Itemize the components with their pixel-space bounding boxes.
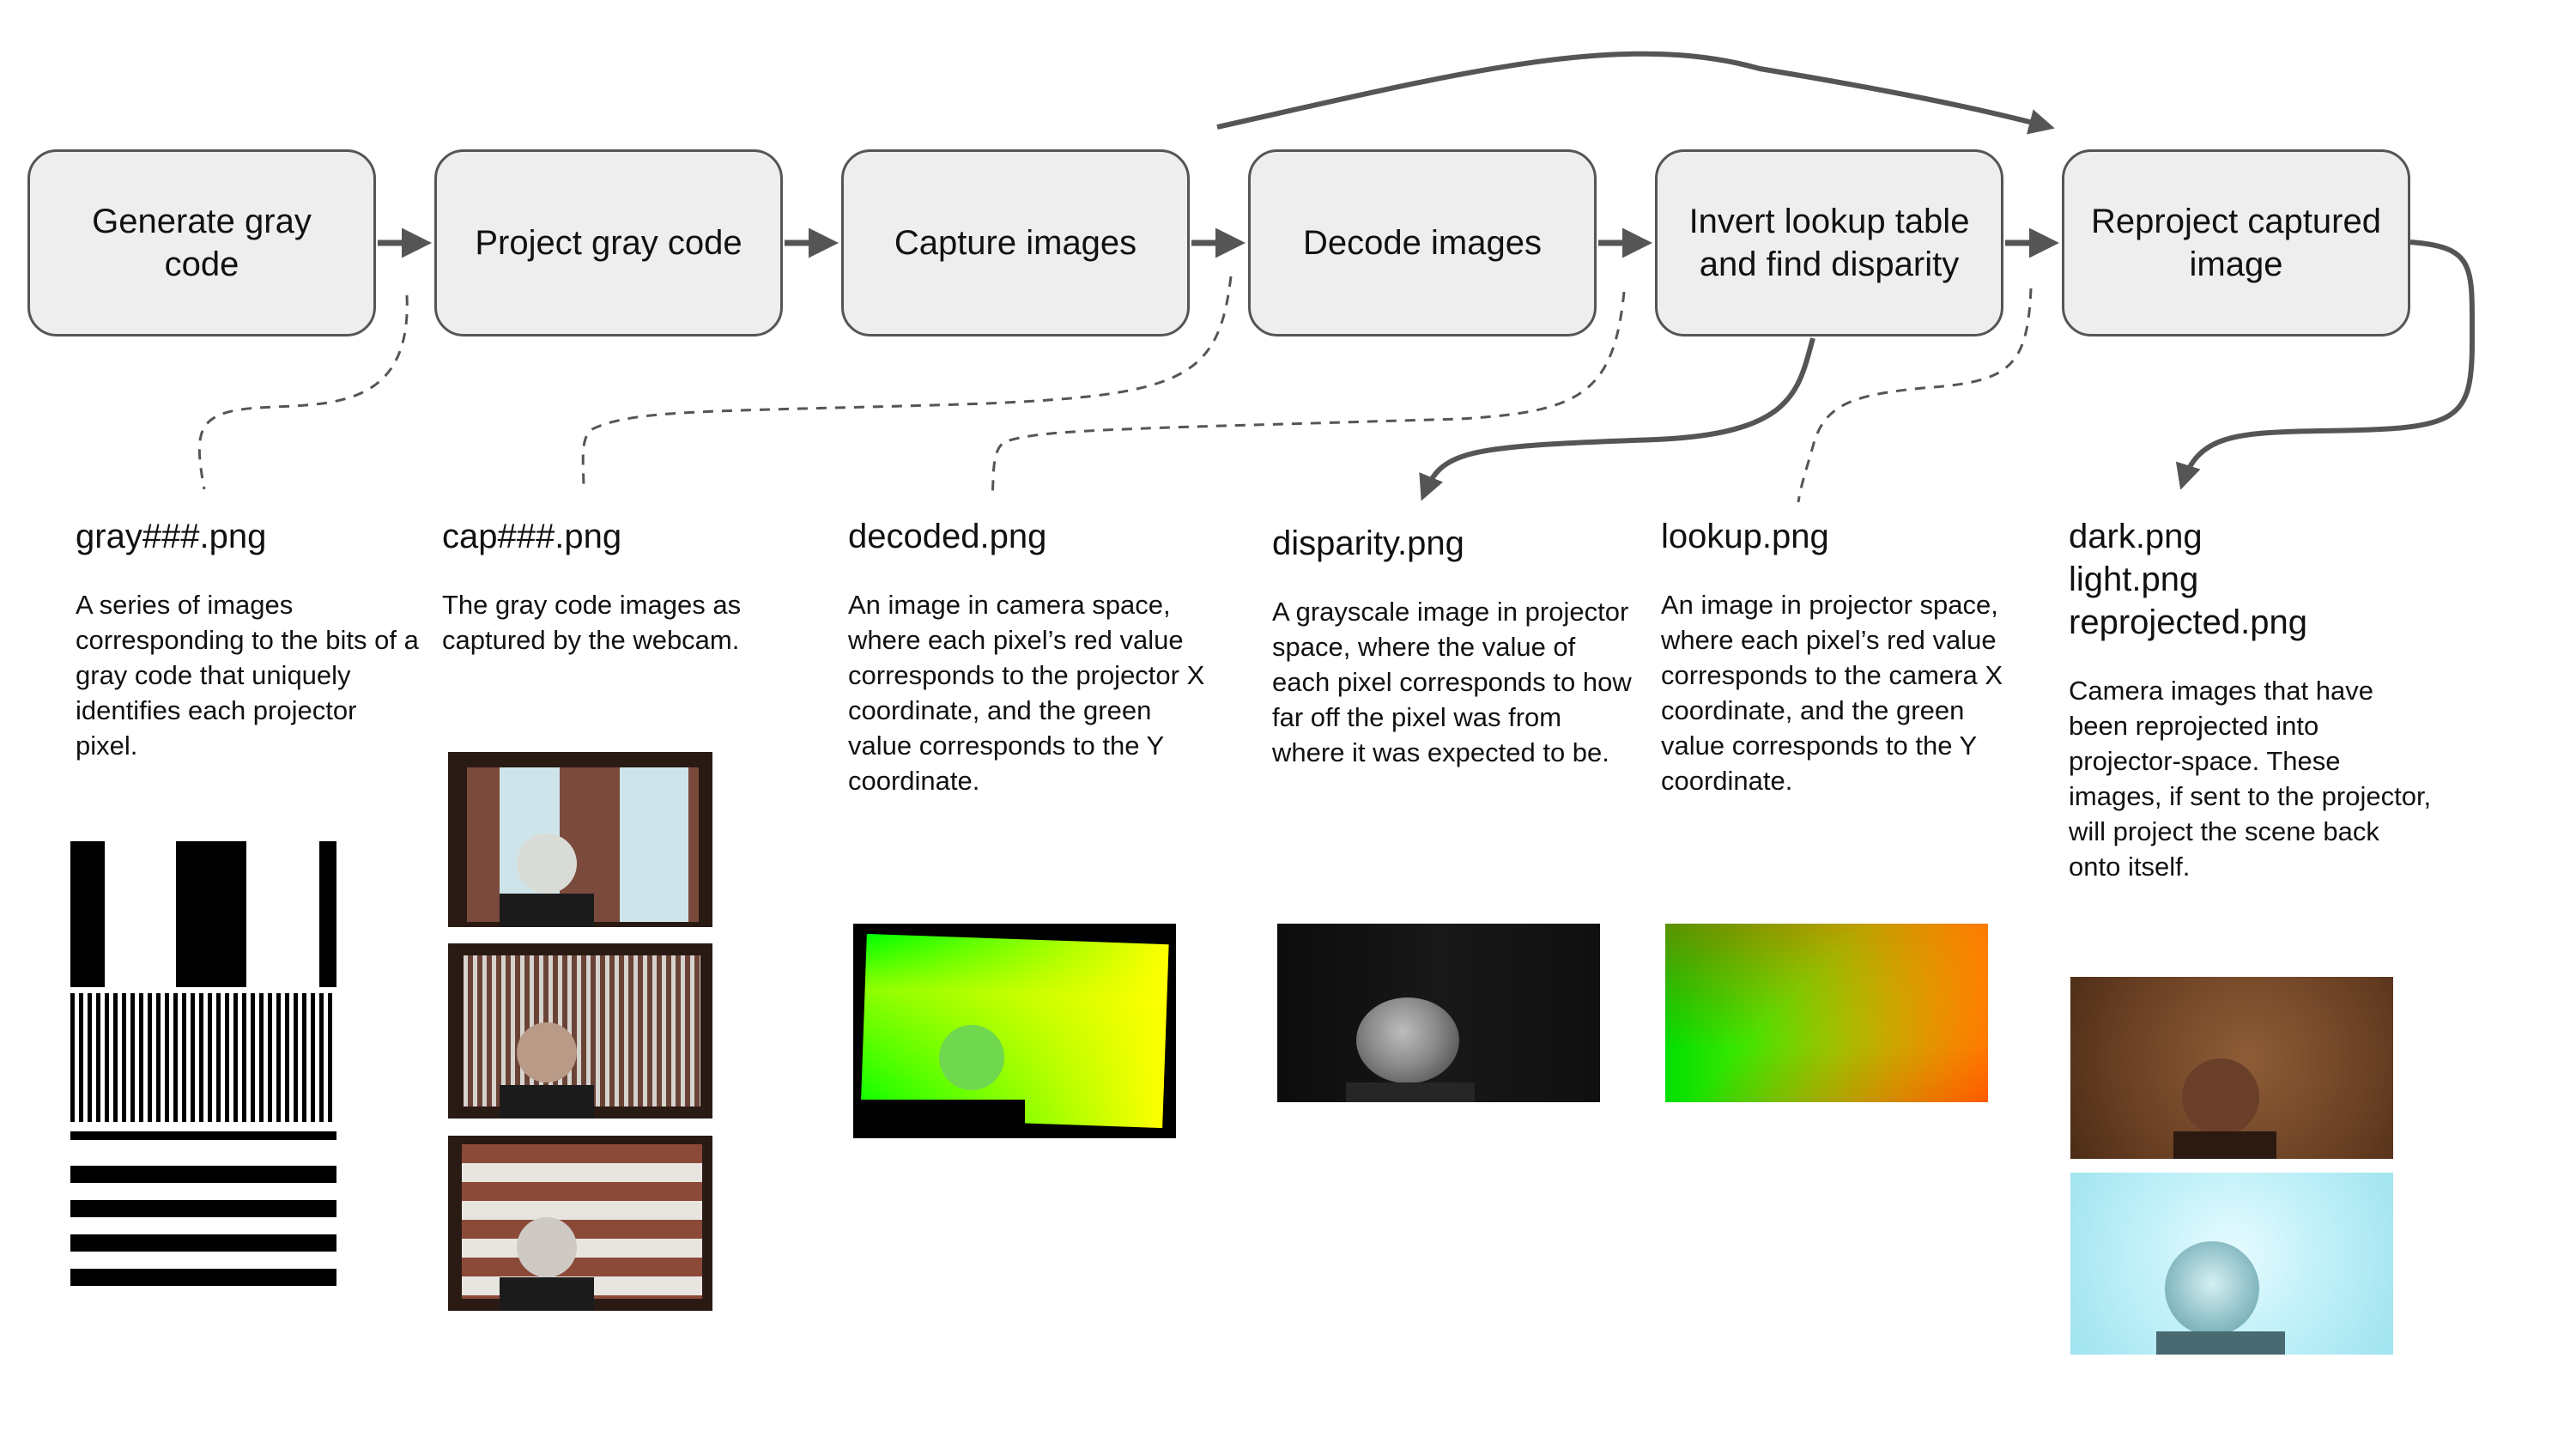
output-reprojected: dark.png light.png reprojected.png Camer… bbox=[2069, 515, 2438, 884]
step-label: Capture images bbox=[894, 224, 1137, 262]
captured-image-horizontal-stripes bbox=[448, 1136, 712, 1311]
output-description: Camera images that have been reprojected… bbox=[2069, 676, 2432, 882]
step-reproject: Reproject captured image bbox=[2062, 149, 2410, 336]
output-filename: lookup.png bbox=[1661, 518, 1829, 555]
dashed-link-cap bbox=[581, 276, 1233, 492]
step-capture-images: Capture images bbox=[841, 149, 1190, 336]
arrow-to-reprojected bbox=[2175, 239, 2476, 490]
output-decoded: decoded.png An image in camera space, wh… bbox=[848, 515, 1209, 798]
output-description: An image in camera space, where each pix… bbox=[848, 590, 1205, 796]
output-gray: gray###.png A series of images correspon… bbox=[76, 515, 419, 763]
light-image bbox=[2070, 1173, 2393, 1355]
step-decode-images: Decode images bbox=[1248, 149, 1597, 336]
output-filename: gray###.png bbox=[76, 518, 267, 555]
output-filename-dark: dark.png bbox=[2069, 518, 2203, 555]
step-invert-lookup: Invert lookup table and find disparity bbox=[1655, 149, 2003, 336]
output-filename: cap###.png bbox=[442, 518, 622, 555]
output-description: A series of images corresponding to the … bbox=[76, 590, 419, 761]
arrow-to-disparity bbox=[1419, 337, 1815, 501]
gray-code-pattern-image bbox=[70, 841, 336, 1300]
output-description: A grayscale image in projector space, wh… bbox=[1272, 597, 1632, 767]
dashed-link-gray bbox=[197, 294, 409, 490]
output-filename: decoded.png bbox=[848, 518, 1047, 555]
step-label: Invert lookup table and find disparity bbox=[1688, 203, 1970, 283]
step-label: Project gray code bbox=[475, 224, 742, 262]
dashed-link-lookup bbox=[1797, 288, 2033, 503]
step-project-gray-code: Project gray code bbox=[434, 149, 783, 336]
output-filename-light: light.png bbox=[2069, 561, 2199, 598]
output-description: The gray code images as captured by the … bbox=[442, 590, 742, 655]
dark-image bbox=[2070, 977, 2393, 1159]
disparity-image bbox=[1277, 924, 1600, 1102]
output-disparity: disparity.png A grayscale image in proje… bbox=[1272, 522, 1633, 770]
output-filename-reprojected: reprojected.png bbox=[2069, 603, 2307, 641]
arrow-skip-to-reproject bbox=[1216, 51, 2055, 135]
output-filename: disparity.png bbox=[1272, 524, 1464, 562]
decoded-image bbox=[853, 924, 1176, 1138]
lookup-image bbox=[1665, 924, 1988, 1102]
step-generate-gray-code: Generate gray code bbox=[27, 149, 376, 336]
captured-image-fine-stripes bbox=[448, 943, 712, 1119]
step-label: Reproject captured image bbox=[2091, 203, 2381, 283]
step-label: Generate gray code bbox=[92, 203, 312, 283]
captured-image-wide-stripes bbox=[448, 752, 712, 927]
output-description: An image in projector space, where each … bbox=[1661, 590, 2003, 796]
output-cap: cap###.png The gray code images as captu… bbox=[442, 515, 785, 658]
output-lookup: lookup.png An image in projector space, … bbox=[1661, 515, 2021, 798]
step-label: Decode images bbox=[1303, 224, 1542, 262]
